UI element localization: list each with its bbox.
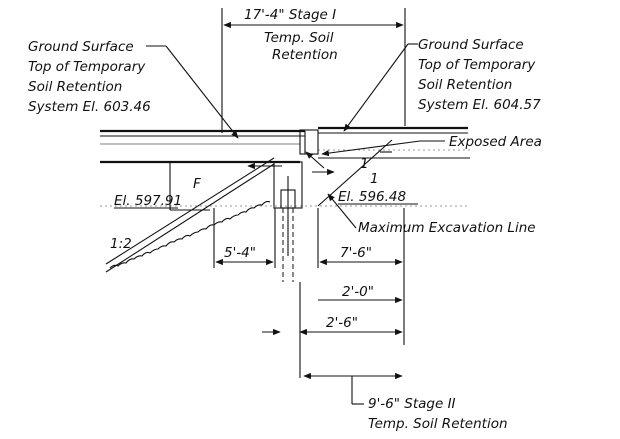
right-note-line1: Ground Surface: [418, 37, 524, 53]
left-note-line2: Top of Temporary: [28, 59, 146, 75]
left-slope-riprap: [105, 157, 275, 273]
right-slope-bottom: 1: [370, 171, 379, 187]
right-note-line2: Top of Temporary: [418, 57, 536, 73]
elevation-left: El. 597.91: [114, 193, 182, 209]
left-note-line4: System El. 603.46: [28, 99, 151, 115]
left-slope-ratio: 1:2: [110, 236, 132, 252]
left-note-line1: Ground Surface: [28, 39, 134, 55]
stage1-dimension: [221, 8, 406, 133]
exposed-area-leader: [321, 140, 445, 157]
stage1-description-line1: Temp. Soil: [264, 30, 334, 46]
right-note-line3: Soil Retention: [418, 77, 512, 93]
right-slope-top: 1: [360, 156, 369, 172]
lower-dimensions: [213, 208, 405, 380]
stage2-leader: [351, 376, 364, 405]
max-excavation-label: Maximum Excavation Line: [358, 220, 536, 236]
dimension-7-6: 7'-6": [340, 245, 372, 261]
stage2-dimension-label: 9'-6" Stage II: [368, 396, 456, 412]
right-note-line4: System El. 604.57: [418, 97, 541, 113]
right-note-leader: [343, 43, 418, 132]
left-note-line3: Soil Retention: [28, 79, 122, 95]
max-excavation-leader: [327, 193, 357, 229]
left-note-leader: [146, 45, 239, 139]
retention-wall: [273, 129, 319, 282]
fill-mark: F: [193, 176, 201, 192]
dimension-2-6: 2'-6": [326, 315, 358, 331]
fill-arrows: [247, 151, 335, 176]
dimension-2-0: 2'-0": [342, 284, 374, 300]
stage1-description-line2: Retention: [272, 47, 338, 63]
stage1-dimension-label: 17'-4" Stage I: [244, 7, 336, 23]
elevation-right: El. 596.48: [338, 189, 406, 205]
exposed-area-label: Exposed Area: [449, 134, 542, 150]
stage2-description: Temp. Soil Retention: [368, 416, 508, 432]
dimension-5-4: 5'-4": [224, 245, 256, 261]
